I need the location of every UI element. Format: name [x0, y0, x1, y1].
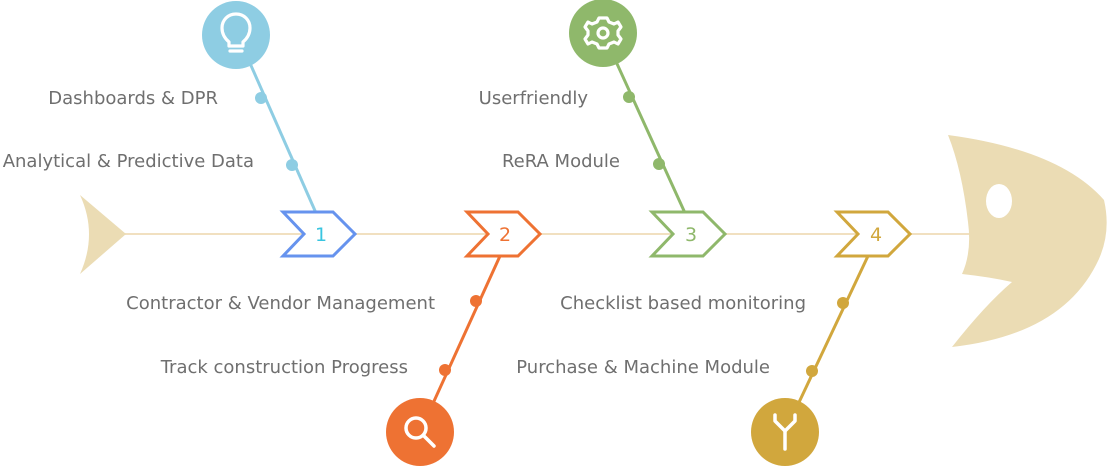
- bone-3-dot-b: [653, 158, 665, 170]
- bone-1-circle: [202, 1, 270, 69]
- bone-1-dot-a: [255, 92, 267, 104]
- node-1-number: 1: [315, 224, 327, 246]
- node-3-label-a: Userfriendly: [478, 88, 588, 109]
- lightbulb-icon: [220, 12, 252, 53]
- chevron-2: [463, 210, 543, 258]
- bone-3-circle: [569, 0, 637, 67]
- chevron-1: [279, 210, 358, 258]
- chevron-4: [833, 210, 913, 258]
- node-3-label-b: ReRA Module: [501, 151, 620, 172]
- node-2-label-a: Contractor & Vendor Management: [126, 293, 435, 314]
- node-3-number: 3: [685, 224, 697, 246]
- node-2-number: 2: [499, 224, 511, 246]
- bone-2-dot-b: [439, 364, 451, 376]
- search-icon: [404, 416, 436, 448]
- node-4-label-a: Checklist based monitoring: [560, 293, 806, 314]
- node-1-label-b: Analytical & Predictive Data: [2, 151, 254, 172]
- fish-head: [948, 135, 1107, 347]
- bone-4-dot-a: [837, 297, 849, 309]
- bone-1-dot-b: [286, 159, 298, 171]
- bone-3-dot-a: [623, 91, 635, 103]
- node-4-number: 4: [870, 224, 882, 246]
- bone-2-circle: [386, 398, 454, 466]
- fish-eye: [986, 184, 1012, 218]
- node-2-label-b: Track construction Progress: [160, 357, 408, 378]
- bone-4-dot-b: [806, 365, 818, 377]
- node-4-label-b: Purchase & Machine Module: [516, 357, 770, 378]
- bone-2-dot-a: [470, 295, 482, 307]
- fish-tail: [80, 195, 126, 274]
- chevron-3: [648, 210, 728, 258]
- gear-icon: [583, 16, 623, 50]
- wrench-icon: [773, 413, 797, 451]
- node-1-label-a: Dashboards & DPR: [48, 88, 218, 109]
